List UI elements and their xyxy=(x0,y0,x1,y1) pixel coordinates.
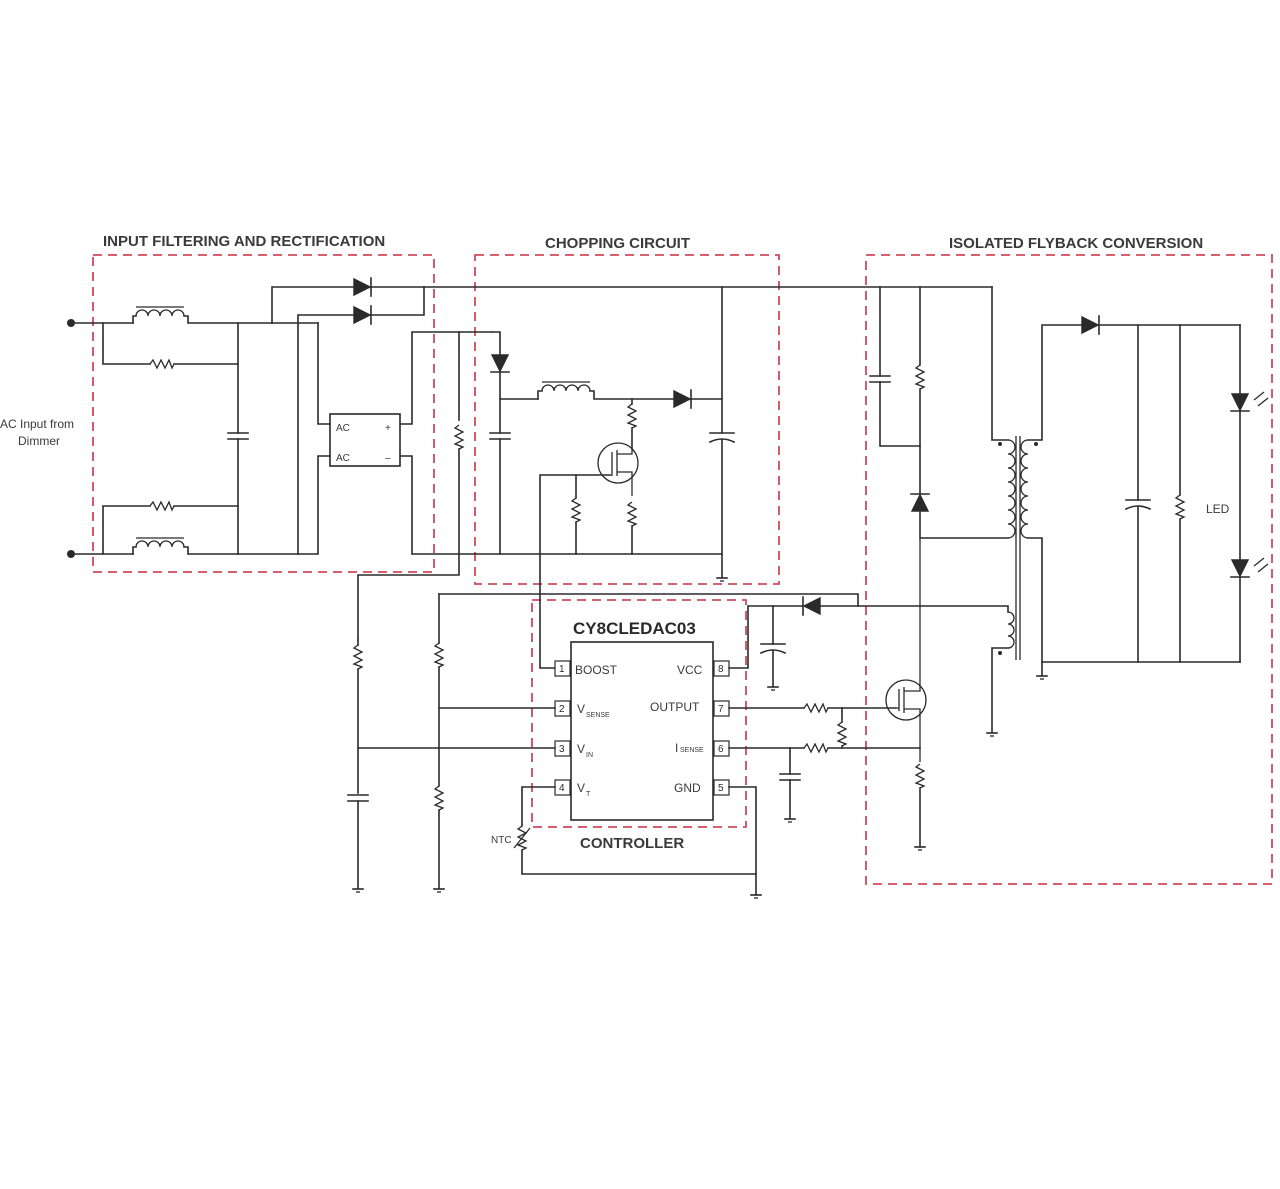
controller-output-network xyxy=(728,596,1009,823)
bridge-rectifier xyxy=(329,413,401,467)
pin-1-label: BOOST xyxy=(575,663,618,677)
bridge-ac-label-1: AC xyxy=(336,423,350,434)
pin-4-number: 4 xyxy=(559,783,565,794)
ac-input-label-line2: Dimmer xyxy=(18,434,60,448)
controller-block-title: CONTROLLER xyxy=(580,835,684,852)
pin-6-number: 6 xyxy=(718,744,724,755)
pin-4-label: V xyxy=(577,781,585,795)
ac-input-label-line1: AC Input from xyxy=(0,417,74,431)
pin-2-label: V xyxy=(577,702,585,716)
pin-3-sub: IN xyxy=(586,752,593,759)
chopping-block-title: CHOPPING CIRCUIT xyxy=(545,235,690,252)
pin-6-label: I xyxy=(675,741,678,755)
flyback-mosfet xyxy=(885,679,927,721)
input-block-title: INPUT FILTERING AND RECTIFICATION xyxy=(103,233,385,250)
pin-8-number: 8 xyxy=(718,664,724,675)
input-filter-circuit: AC AC + – xyxy=(67,277,723,641)
pin-2-number: 2 xyxy=(559,704,565,715)
pin-7-number: 7 xyxy=(718,704,724,715)
pin-2-sub: SENSE xyxy=(586,712,610,719)
controller-input-network: NTC xyxy=(347,593,859,899)
flyback-block-title: ISOLATED FLYBACK CONVERSION xyxy=(949,235,1203,252)
pin-3-number: 3 xyxy=(559,744,565,755)
pin-4-sub: T xyxy=(586,791,591,798)
pin-8-label: VCC xyxy=(677,663,703,677)
block-controller-border xyxy=(531,599,747,828)
bridge-minus-label: – xyxy=(385,453,391,464)
pin-5-label: GND xyxy=(674,781,701,795)
pin-6-sub: SENSE xyxy=(680,747,704,754)
pin-5-number: 5 xyxy=(718,783,724,794)
led-label: LED xyxy=(1206,502,1230,516)
pin-1-number: 1 xyxy=(559,664,565,675)
block-input-border xyxy=(92,254,435,573)
pin-3-label: V xyxy=(577,742,585,756)
flyback-circuit: LED xyxy=(869,286,1269,851)
bridge-plus-label: + xyxy=(385,423,391,434)
chopping-circuit xyxy=(489,286,735,669)
block-flyback-border xyxy=(865,254,1273,885)
block-chopping-border xyxy=(474,254,780,585)
bridge-ac-label-2: AC xyxy=(336,453,350,464)
ntc-label: NTC xyxy=(491,835,512,846)
chopping-mosfet xyxy=(597,442,639,484)
pin-7-label: OUTPUT xyxy=(650,700,700,714)
controller-ic: CY8CLEDAC03 1 BOOST 2 V SENSE 3 V IN 4 V… xyxy=(554,619,730,821)
chip-name: CY8CLEDAC03 xyxy=(573,619,696,638)
